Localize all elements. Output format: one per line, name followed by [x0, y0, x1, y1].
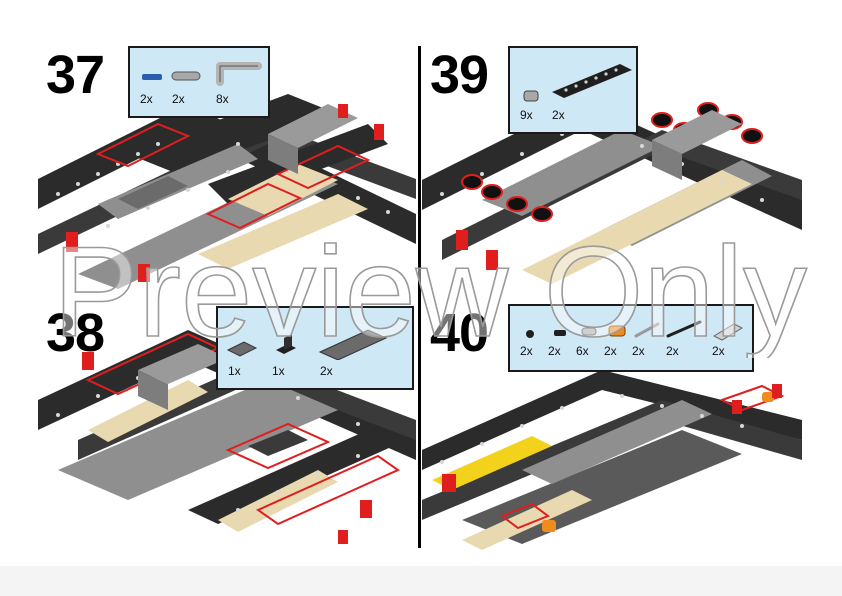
grey-connector-icon	[523, 90, 539, 102]
grey-beam-icon	[171, 71, 201, 81]
step-38-assembly-illustration	[38, 320, 416, 556]
part-qty: 2x	[552, 108, 565, 122]
grey-pin-icon	[581, 327, 597, 336]
chassis-illustration-icon	[38, 330, 416, 544]
step-number-37: 37	[46, 45, 105, 105]
part-qty: 1x	[228, 364, 241, 378]
part-qty: 2x	[520, 344, 533, 358]
part-qty: 2x	[172, 92, 185, 106]
new-parts-highlight	[95, 122, 371, 230]
grey-motor-block	[652, 110, 742, 180]
beam-holes	[440, 394, 744, 464]
step-37-parts-list: 2x 2x 8x	[128, 46, 270, 118]
beam-frame	[422, 370, 802, 550]
orange-connectors	[542, 392, 774, 532]
step-40-parts-list: 2x 2x 6x 2x 2x 2x 2x	[508, 304, 754, 372]
beam-frame	[38, 94, 416, 289]
part-qty: 2x	[320, 364, 333, 378]
blue-axle-pin-icon	[142, 74, 162, 80]
step-number-39: 39	[430, 45, 489, 105]
black-long-beam-icon	[552, 64, 632, 98]
column-divider	[418, 46, 421, 548]
part-qty: 2x	[140, 92, 153, 106]
red-connectors	[66, 104, 384, 282]
light-grey-beam-icon	[712, 323, 744, 341]
part-qty: 2x	[548, 344, 561, 358]
dark-grey-long-plate-icon	[318, 329, 388, 360]
black-long-axle-icon	[666, 320, 702, 338]
part-qty: 2x	[666, 344, 679, 358]
dark-grey-plate-icon	[226, 341, 258, 357]
part-qty: 2x	[712, 344, 725, 358]
step-39-parts-list: 9x 2x	[508, 46, 638, 134]
step-number-40: 40	[430, 303, 489, 363]
step-38-parts-list: 1x 1x 2x	[216, 306, 414, 390]
red-connectors	[82, 352, 372, 544]
page-footer-band	[0, 566, 842, 596]
grey-axle-icon	[634, 322, 660, 338]
red-connectors	[442, 384, 782, 492]
chassis-illustration-icon	[38, 94, 416, 289]
part-qty: 1x	[272, 364, 285, 378]
red-connectors	[456, 230, 498, 270]
step-number-38: 38	[46, 303, 105, 363]
grey-motor-block	[138, 344, 308, 456]
part-qty: 6x	[576, 344, 589, 358]
black-pin-icon	[526, 330, 534, 338]
step-37-assembly-illustration	[38, 84, 416, 304]
black-bracket-icon	[276, 334, 296, 354]
chassis-illustration-icon	[422, 370, 802, 550]
part-qty: 2x	[604, 344, 617, 358]
step-40-assembly-illustration	[422, 370, 802, 556]
beam-frame	[38, 330, 416, 532]
part-qty: 8x	[216, 92, 229, 106]
orange-connector-icon	[608, 325, 626, 337]
grey-angled-beam-icon	[216, 62, 262, 86]
part-qty: 2x	[632, 344, 645, 358]
part-qty: 9x	[520, 108, 533, 122]
black-peg-icon	[554, 330, 566, 336]
grey-motor-block	[118, 104, 358, 209]
